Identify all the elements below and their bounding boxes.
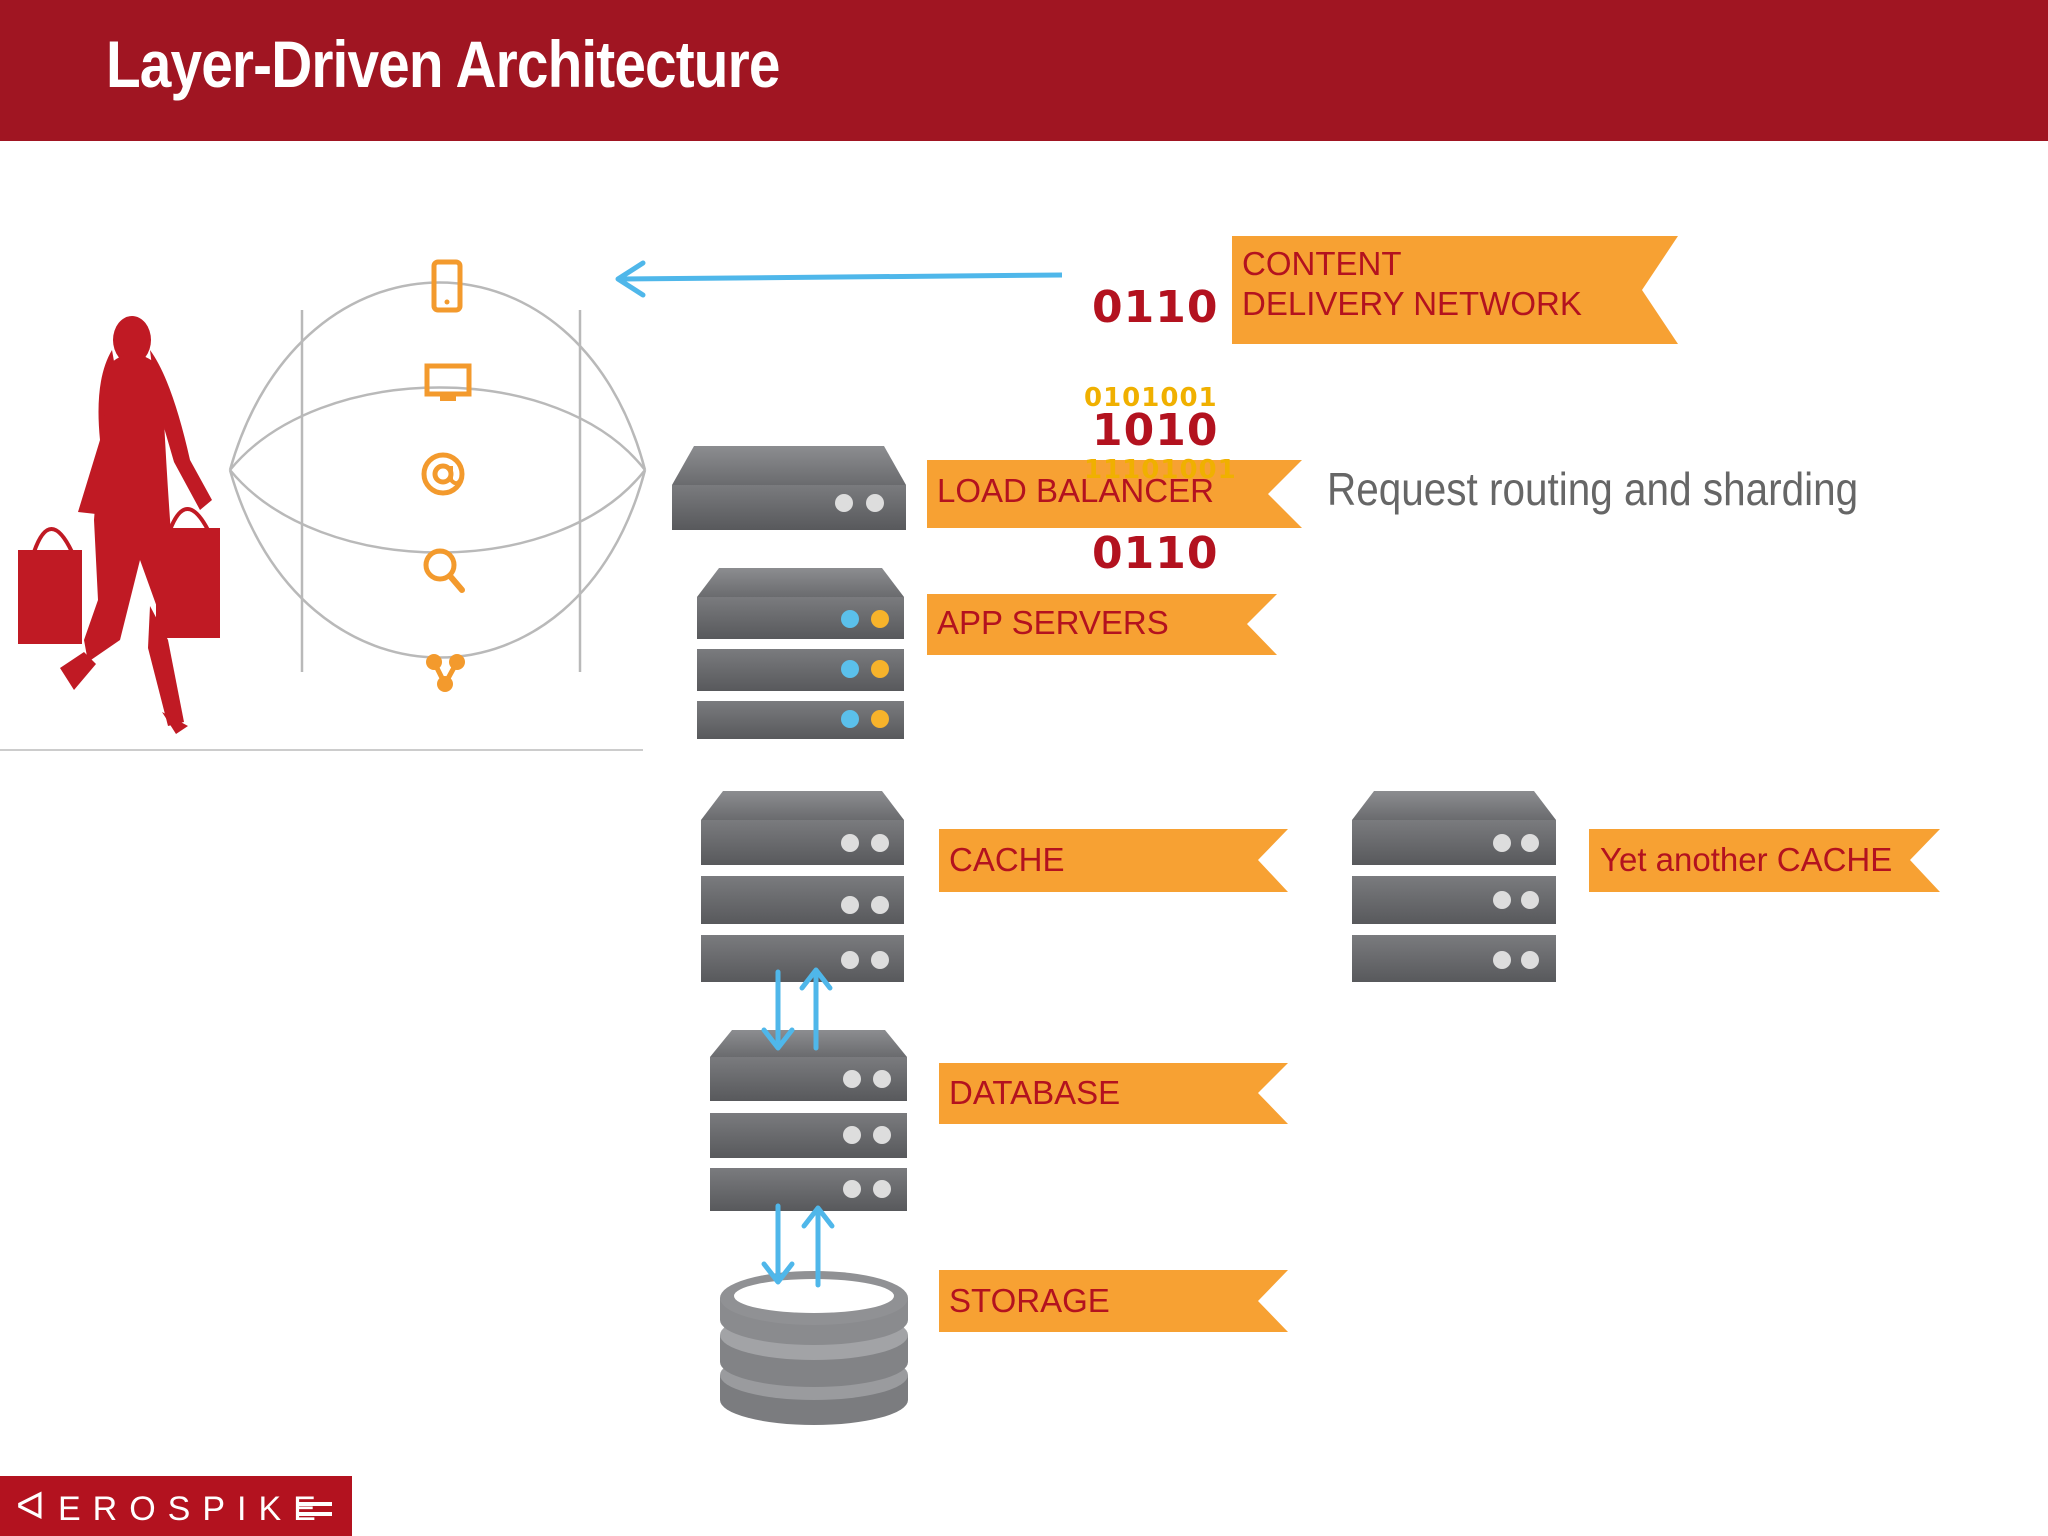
app-servers-banner bbox=[927, 594, 1277, 655]
phone-icon bbox=[431, 259, 463, 313]
logo-text: EROSPIKE bbox=[58, 1490, 328, 1528]
at-sign-icon bbox=[421, 452, 465, 496]
cdn-label-line1: CONTENT bbox=[1242, 245, 1402, 282]
binary-scatter-line: 11101001 bbox=[1084, 455, 1237, 485]
database-banner bbox=[939, 1063, 1288, 1124]
binary-line: 1010 bbox=[1092, 405, 1219, 456]
shopper-silhouette bbox=[18, 316, 220, 734]
database-label: DATABASE bbox=[949, 1074, 1121, 1111]
page-title: Layer-Driven Architecture bbox=[106, 27, 780, 101]
cdn-banner bbox=[1232, 236, 1678, 344]
extra-cache-label: Yet another CACHE bbox=[1600, 841, 1893, 878]
storage-label: STORAGE bbox=[949, 1282, 1110, 1319]
extra-cache-banner bbox=[1589, 829, 1940, 892]
client-panel bbox=[0, 259, 647, 751]
cache-database-arrows bbox=[761, 967, 833, 1051]
cdn-binary-scatter: 0101001 11101001 bbox=[1084, 338, 1237, 506]
monitor-icon bbox=[424, 363, 472, 401]
cache-stack bbox=[701, 791, 904, 982]
logo-mark-icon: ᐊ bbox=[16, 1484, 46, 1528]
database-stack bbox=[710, 1030, 907, 1211]
cache-banner bbox=[939, 829, 1288, 892]
title-bar: Layer-Driven Architecture bbox=[0, 0, 2048, 141]
extra-cache-stack bbox=[1352, 791, 1556, 982]
cdn-label-line2: DELIVERY NETWORK bbox=[1242, 284, 1582, 322]
binary-line: 0110 bbox=[1092, 282, 1219, 333]
share-icon bbox=[426, 654, 465, 692]
app-servers-stack bbox=[697, 568, 904, 739]
load-balancer-note: Request routing and sharding bbox=[1327, 463, 1859, 515]
app-servers-label: APP SERVERS bbox=[937, 604, 1169, 641]
load-balancer-banner bbox=[927, 460, 1302, 528]
storage-banner bbox=[939, 1270, 1288, 1332]
search-icon bbox=[423, 548, 465, 593]
load-balancer-label: LOAD BALANCER bbox=[937, 472, 1214, 509]
binary-line: 0110 bbox=[1092, 528, 1219, 579]
database-storage-arrows bbox=[761, 1203, 835, 1288]
storage-disks bbox=[720, 1271, 908, 1425]
cache-label: CACHE bbox=[949, 841, 1065, 878]
binary-scatter-line: 0101001 bbox=[1084, 383, 1218, 413]
load-balancer-server bbox=[672, 446, 906, 530]
cdn-binary-icon: 0110 1010 0110 bbox=[1092, 205, 1218, 615]
banners bbox=[927, 236, 1940, 1332]
aerospike-logo: ᐊ EROSPIKE bbox=[0, 1476, 352, 1536]
logo-tail-icon bbox=[298, 1502, 332, 1506]
cdn-label: CONTENT DELIVERY NETWORK bbox=[1242, 244, 1582, 323]
logo-tail-icon bbox=[298, 1512, 332, 1516]
cdn-arrow bbox=[615, 260, 1063, 298]
